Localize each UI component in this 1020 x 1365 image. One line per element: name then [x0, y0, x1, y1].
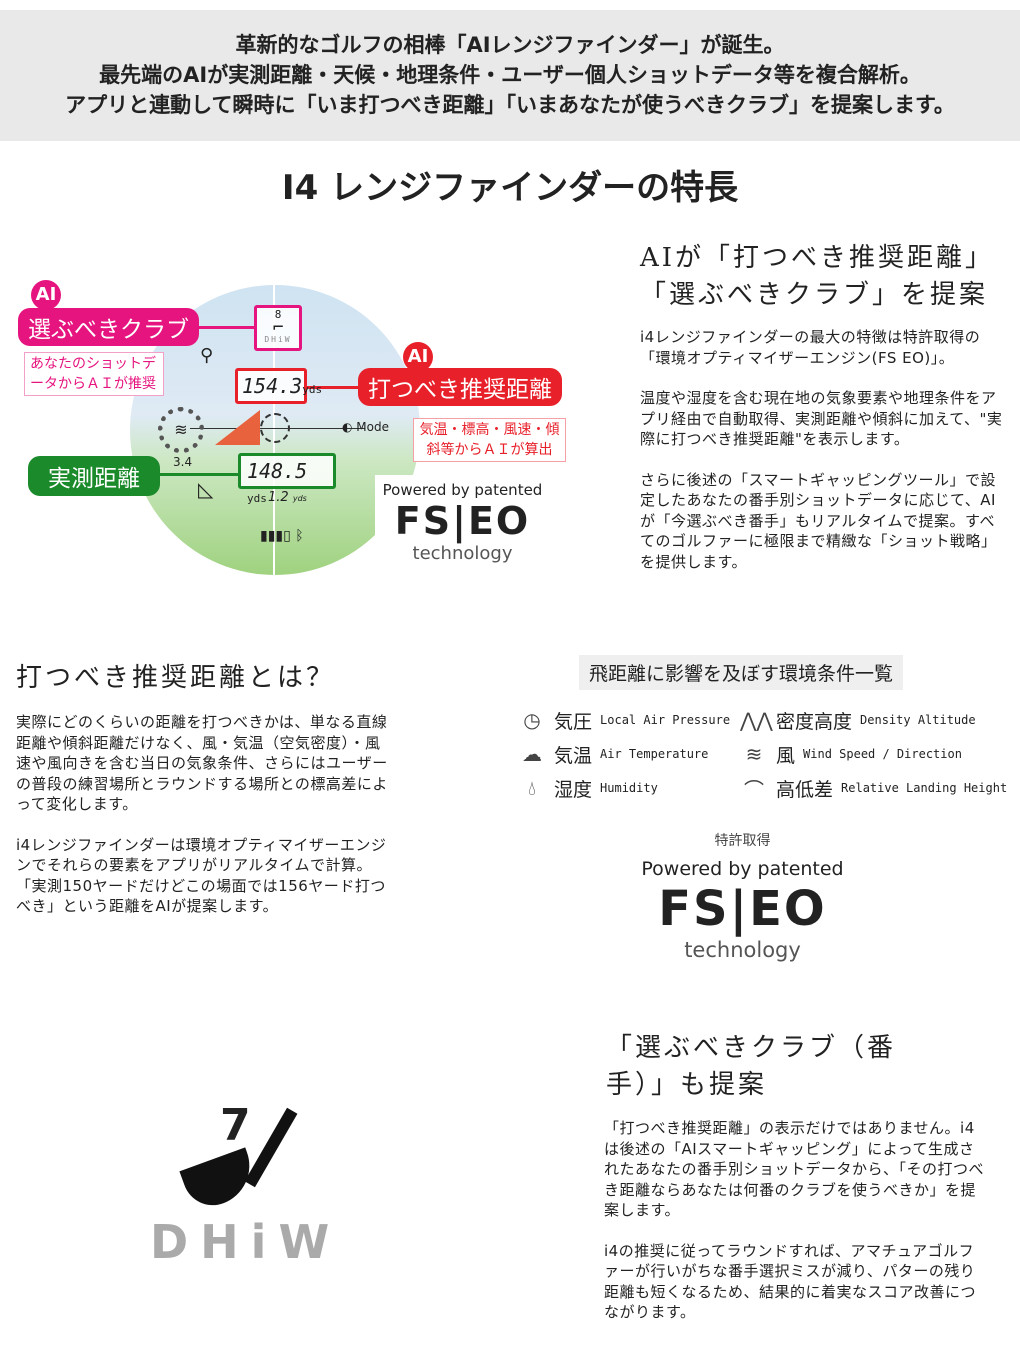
- recommended-distance-description: 実際にどのくらいの距離を打つべきかは、単なる直線距離や傾斜距離だけなく、風・気温…: [16, 713, 388, 915]
- intro-banner: 革新的なゴルフの相棒「AIレンジファインダー」が誕生。 最先端のAIが実測距離・…: [0, 10, 1020, 141]
- feature-heading: AIが「打つべき推奨距離」「選ぶべきクラブ」を提案: [640, 243, 995, 310]
- slope-value: 1.2 yds: [268, 490, 307, 505]
- club-note: あなたのショットデータからＡＩが推奨: [24, 352, 164, 396]
- mountain-icon: ⋀⋀: [740, 708, 773, 732]
- wind-icon: ≋: [745, 742, 763, 766]
- fseo-logo-large: 特許取得 Powered by patented FS|EO technolog…: [641, 833, 844, 962]
- banner-line: 革新的なゴルフの相棒「AIレンジファインダー」が誕生。: [235, 33, 785, 57]
- drop-icon: 💧︎: [528, 776, 536, 800]
- fseo-logo: Powered by patented FS|EO technology: [375, 475, 550, 585]
- club-display: 8⌐DHiW: [254, 305, 302, 351]
- ai-badge: AI: [31, 280, 61, 310]
- battery-icon: ▮▮▮▯ ᛒ: [260, 528, 304, 544]
- ai-badge: AI: [403, 342, 433, 372]
- gauge-icon: ◷: [523, 708, 541, 732]
- measured-distance-display: 148.5 yds: [238, 453, 336, 505]
- club-description: 「打つべき推奨距離」の表示だけではありません。i4は後述の「AIスマートギャッピ…: [604, 1119, 985, 1321]
- mode-indicator: ◐ Mode: [342, 420, 389, 434]
- crosshair-icon: [260, 413, 290, 443]
- recommended-distance-heading: 打つべき推奨距離とは？: [16, 663, 336, 693]
- wind-value: 3.4: [173, 455, 193, 469]
- env-conditions-title: 飛距離に影響を及ぼす環境条件一覧: [579, 655, 904, 690]
- banner-line: 最先端のAIが実測距離・天候・地理条件・ユーザー個人ショットデータ等を複合解析。: [99, 63, 921, 87]
- club-heading: 「選ぶべきクラブ（番手）」も提案: [606, 1033, 897, 1100]
- target-note: 気温・標高・風速・傾斜等からＡＩが算出: [413, 418, 566, 462]
- dhiw-club-logo: 7 DHiW: [150, 1100, 342, 1269]
- measured-distance-label: 実測距離: [28, 456, 160, 496]
- weather-icon: ☁: [522, 742, 542, 766]
- slope-icon: ⌒: [744, 777, 764, 802]
- wind-gauge-icon: ≋: [158, 407, 204, 453]
- target-distance-display: 154.3yds: [235, 368, 322, 404]
- target-distance-label: 打つべき推奨距離: [358, 368, 562, 406]
- club-label: 選ぶべきクラブ: [18, 308, 199, 346]
- page-title: I4 レンジファインダーの特長: [281, 168, 739, 208]
- banner-line: アプリと連動して瞬時に「いま打つべき距離」「いまあなたが使うべきクラブ」を提案し…: [65, 93, 955, 117]
- feature-description: i4レンジファインダーの最大の特徴は特許取得の「環境オプティマイザーエンジン(F…: [640, 328, 1003, 571]
- pin-icon: ⚲: [200, 345, 214, 366]
- rangefinder-graphic: ≋ 3.4 ⚲ ◺ 1.2 yds ▮▮▮▯ ᛒ AI 選ぶべきクラブ 8⌐DH…: [0, 270, 580, 590]
- flag-icon: [215, 410, 260, 445]
- slope-icon: ◺: [198, 477, 214, 501]
